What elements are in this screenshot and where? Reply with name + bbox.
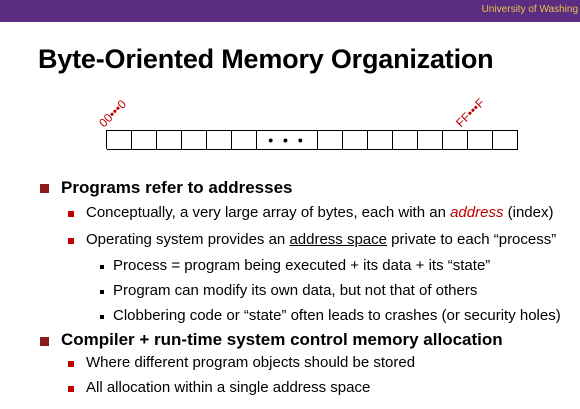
memory-byte-array: • • • (106, 130, 518, 150)
sub-bullet-marker (68, 386, 74, 392)
sub-sub-bullet-marker (100, 290, 104, 294)
memory-ellipsis: • • • (257, 130, 318, 150)
bullet-marker (40, 337, 49, 346)
bullet-programs-refer-to-addresses: Programs refer to addresses (61, 178, 293, 197)
sub-sub-bullet-marker (100, 265, 104, 269)
sub-sub-bullet-clobbering: Clobbering code or “state” often leads t… (113, 307, 561, 324)
bullet-marker (40, 184, 49, 193)
memory-start-address-label: 00•••0 (96, 97, 130, 130)
header-bar: University of Washing (0, 0, 580, 22)
sub-sub-bullet-marker (100, 315, 104, 319)
sub-bullet-marker (68, 238, 74, 244)
memory-byte-cell (368, 130, 393, 150)
sub-sub-bullet-process-definition: Process = program being executed + its d… (113, 257, 491, 274)
slide-title: Byte-Oriented Memory Organization (38, 44, 494, 74)
sub-bullet-conceptually: Conceptually, a very large array of byte… (86, 204, 554, 221)
sub-bullet-marker (68, 361, 74, 367)
memory-byte-cell (468, 130, 493, 150)
sub-sub-bullet-program-modify: Program can modify its own data, but not… (113, 282, 478, 299)
sub-bullet-where-stored: Where different program objects should b… (86, 354, 416, 371)
memory-byte-cell (182, 130, 207, 150)
sub-bullet-operating-system: Operating system provides an address spa… (86, 231, 557, 248)
memory-byte-cell (493, 130, 518, 150)
address-term: address (450, 204, 504, 221)
memory-byte-cell (418, 130, 443, 150)
memory-byte-cell (132, 130, 157, 150)
memory-byte-cell (393, 130, 418, 150)
bullet-compiler-runtime: Compiler + run-time system control memor… (61, 330, 503, 349)
memory-byte-cell (107, 130, 132, 150)
address-space-term: address space (289, 231, 387, 248)
memory-byte-cell (157, 130, 182, 150)
sub-bullet-marker (68, 211, 74, 217)
memory-byte-cell (443, 130, 468, 150)
memory-byte-cell (343, 130, 368, 150)
sub-bullet-single-address-space: All allocation within a single address s… (86, 379, 371, 396)
organization-name: University of Washing (481, 4, 578, 15)
memory-end-address-label: FF•••F (453, 95, 488, 130)
memory-byte-cell (232, 130, 257, 150)
memory-byte-cell (207, 130, 232, 150)
memory-byte-cell (318, 130, 343, 150)
